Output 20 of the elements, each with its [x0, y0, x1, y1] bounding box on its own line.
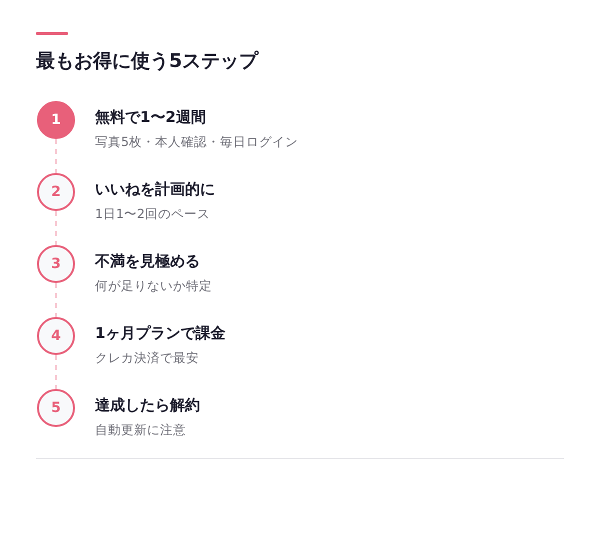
step-description: クレカ決済で最安 [95, 349, 199, 366]
step-title: 不満を見極める [95, 251, 200, 271]
dashed-connector [55, 211, 57, 245]
step-description: 写真5枚・本人確認・毎日ログイン [95, 133, 298, 150]
step-number-circle: 5 [37, 389, 75, 427]
step-title: 無料で1〜2週間 [95, 107, 206, 127]
step-description: 1日1〜2回のペース [95, 205, 210, 222]
step-number-circle: 4 [37, 317, 75, 355]
step-number-circle: 3 [37, 245, 75, 283]
title: 最もお得に使う5ステップ [36, 49, 258, 74]
step-number-circle: 2 [37, 173, 75, 211]
dashed-connector [55, 355, 57, 389]
step-title: いいねを計画的に [95, 179, 215, 199]
step-description: 何が足りないか特定 [95, 277, 212, 294]
step-title: 1ヶ月プランで課金 [95, 323, 226, 343]
step-description: 自動更新に注意 [95, 421, 186, 438]
step-title: 達成したら解約 [95, 395, 200, 415]
dashed-connector [55, 139, 57, 173]
dashed-connector [55, 283, 57, 317]
step-number-circle: 1 [37, 101, 75, 139]
